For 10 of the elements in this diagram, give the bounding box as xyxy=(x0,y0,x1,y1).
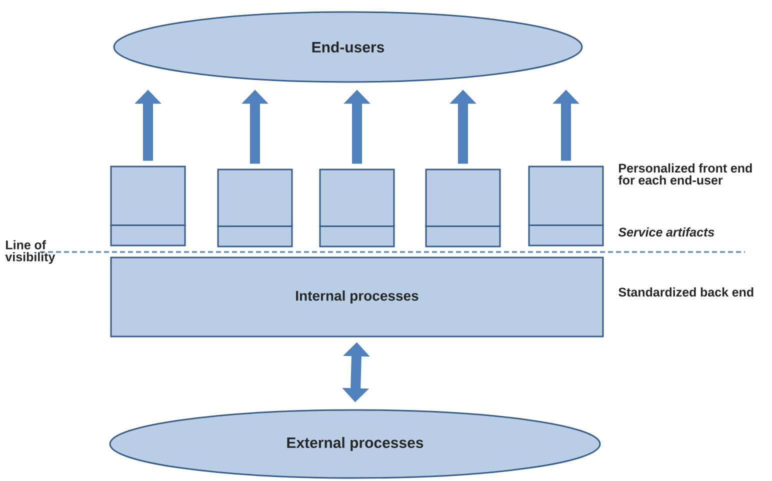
note-text: Personalized front end for each end-user xyxy=(618,163,752,185)
artifact-box xyxy=(528,166,604,246)
artifact-box xyxy=(110,166,186,246)
artifact-box xyxy=(217,168,293,248)
note-text: Standardized back end xyxy=(618,287,754,297)
process-box: Internal processes xyxy=(110,256,604,338)
note-text: Service artifacts xyxy=(618,227,714,237)
artifact-box xyxy=(319,168,395,248)
artifact-box xyxy=(425,168,501,248)
note-text: Line of visibility xyxy=(5,240,56,264)
